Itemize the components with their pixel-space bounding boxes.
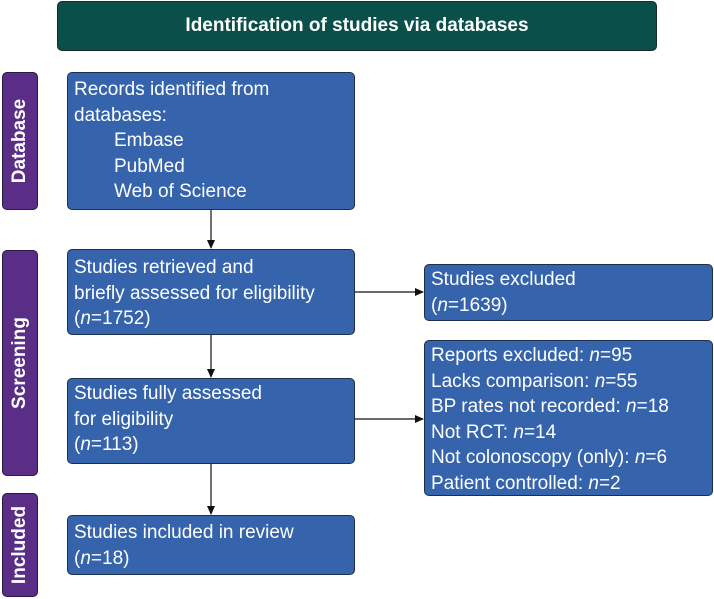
- phase-database: Database: [2, 72, 38, 210]
- reports-excluded-item: BP rates not recorded: n=18: [431, 396, 669, 417]
- reports-excluded-item: Reports excluded: n=95: [431, 345, 633, 366]
- header-title: Identification of studies via databases: [185, 15, 529, 36]
- header-banner: Identification of studies via databases: [57, 1, 657, 51]
- records-line-1: Records identified from: [74, 79, 270, 100]
- retrieved-line-2: briefly assessed for eligibility: [74, 282, 315, 304]
- studies-fully-assessed-box: Studies fully assessed for eligibility (…: [67, 378, 355, 464]
- reports-excluded-item: Not colonoscopy (only): n=6: [431, 447, 668, 468]
- studies-excluded-box: Studies excluded (n=1639): [424, 264, 713, 321]
- studies-included-box: Studies included in review (n=18): [67, 515, 355, 575]
- reports-excluded-box: Reports excluded: n=95 Lacks comparison:…: [424, 340, 713, 496]
- source-embase: Embase: [114, 130, 184, 151]
- full-assessed-line-2: for eligibility: [74, 408, 174, 430]
- source-pubmed: PubMed: [114, 155, 185, 177]
- phase-included: Included: [2, 493, 38, 597]
- reports-excluded-item: Patient controlled: n=2: [431, 472, 621, 494]
- included-line-1: Studies included in review: [74, 522, 294, 543]
- excluded-line-1: Studies excluded: [431, 269, 576, 290]
- phase-screening: Screening: [2, 250, 38, 476]
- full-assessed-line-1: Studies fully assessed: [74, 383, 262, 404]
- retrieved-count: (n=1752): [74, 308, 151, 329]
- reports-excluded-item: Not RCT: n=14: [431, 421, 557, 443]
- studies-retrieved-box: Studies retrieved and briefly assessed f…: [67, 249, 355, 335]
- reports-excluded-item: Lacks comparison: n=55: [431, 370, 638, 392]
- excluded-count: (n=1639): [431, 294, 508, 316]
- included-count: (n=18): [74, 547, 130, 569]
- full-assessed-count: (n=113): [74, 434, 139, 455]
- records-identified-box: Records identified from databases: Embas…: [67, 72, 355, 210]
- records-line-2: databases:: [74, 104, 167, 126]
- source-web-of-science: Web of Science: [114, 181, 247, 202]
- retrieved-line-1: Studies retrieved and: [74, 257, 254, 278]
